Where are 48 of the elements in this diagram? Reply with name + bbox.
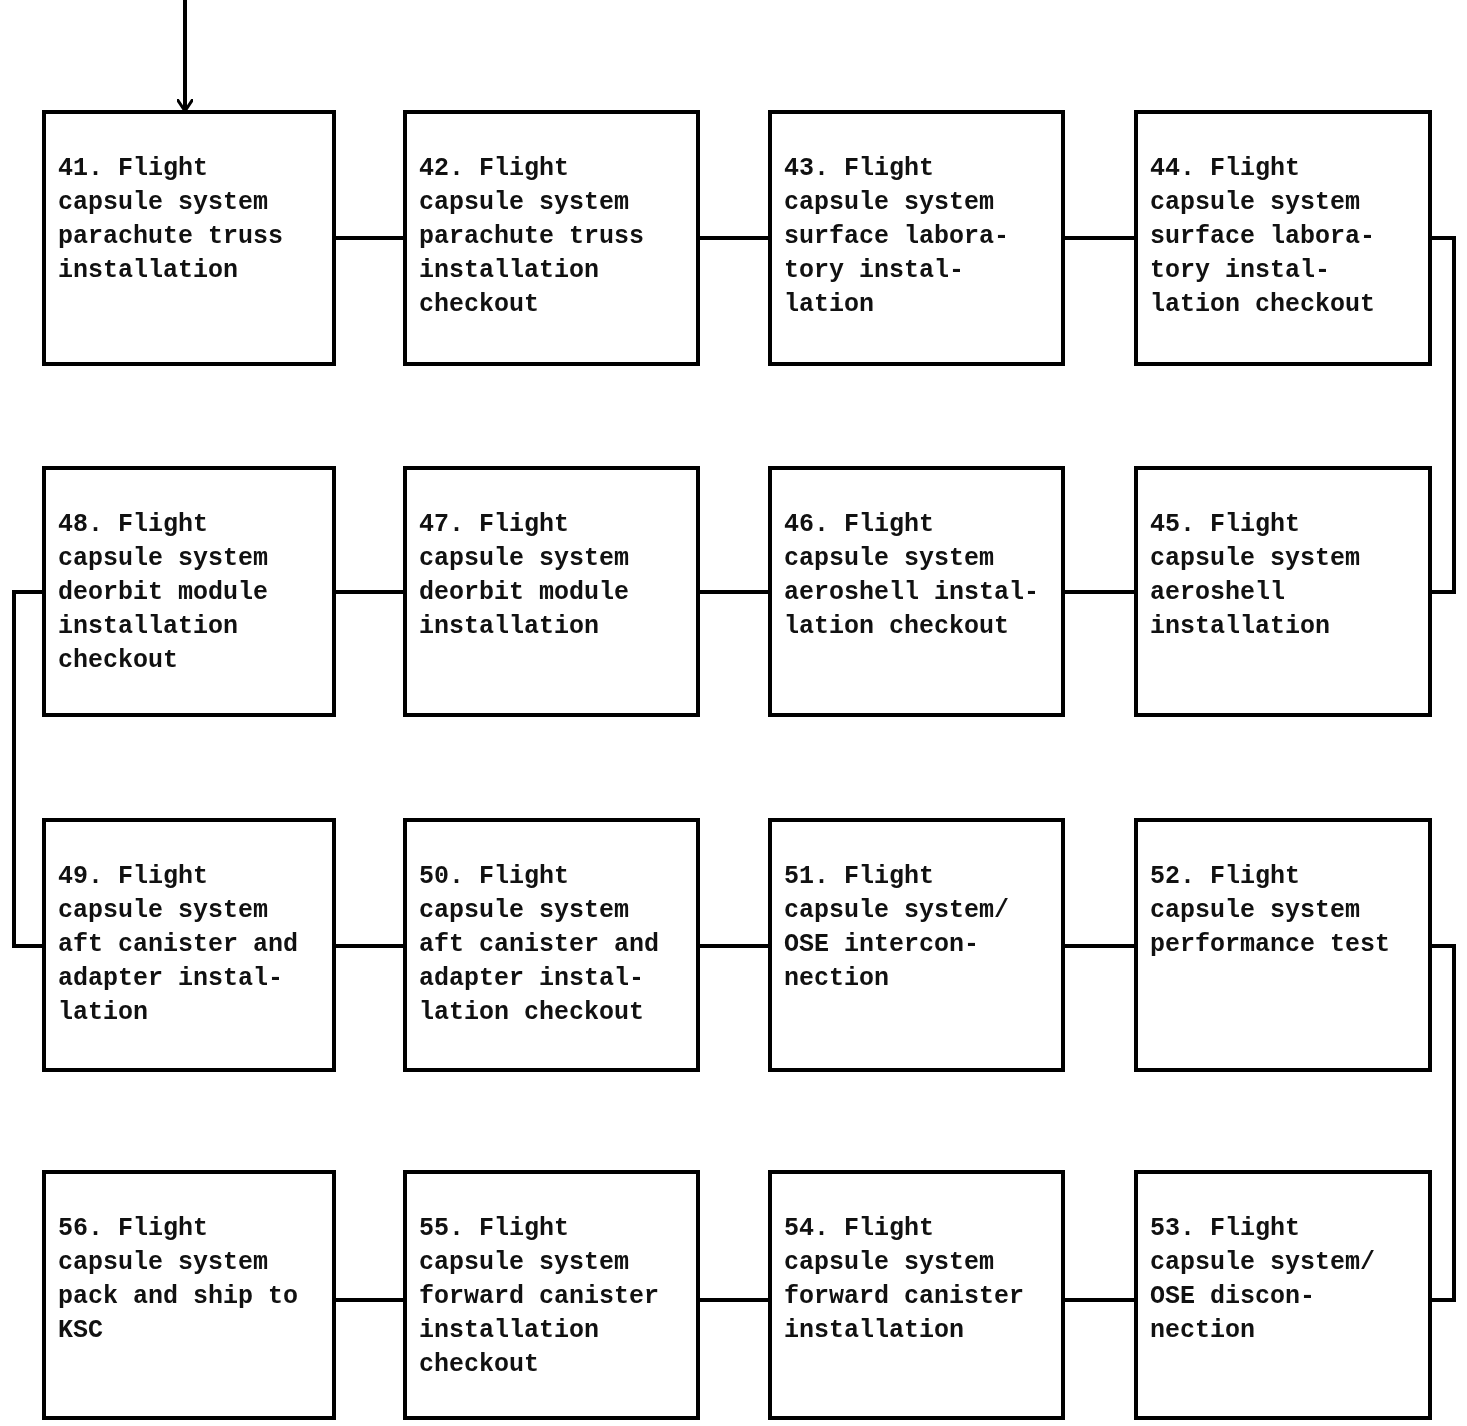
process-box [403, 110, 700, 366]
step-text: 47. Flight capsule system deorbit module installation [419, 509, 631, 643]
connector-line [336, 236, 403, 240]
process-box [42, 1170, 336, 1420]
process-box [768, 818, 1065, 1072]
connector-line [336, 1298, 403, 1302]
connector-line [700, 1298, 768, 1302]
process-box [768, 110, 1065, 366]
connector-line [700, 944, 768, 948]
step-text: 49. Flight capsule system aft canister and adapter instal- lation [58, 861, 300, 1029]
process-box [403, 1170, 700, 1420]
connector-line [700, 590, 768, 594]
process-box [1134, 466, 1432, 717]
process-box [42, 818, 336, 1072]
step-text: 43. Flight capsule system surface labora- tory instal- lation [784, 153, 1011, 321]
process-box [768, 1170, 1065, 1420]
step-text: 46. Flight capsule system aeroshell instal- lation checkout [784, 509, 1041, 643]
connector-line [336, 590, 403, 594]
connector-line [1065, 236, 1134, 240]
connector-line [12, 590, 42, 948]
process-box [403, 466, 700, 717]
step-text: 50. Flight capsule system aft canister and adapter instal- lation checkout [419, 861, 661, 1029]
connector-line [1432, 236, 1456, 594]
process-box [1134, 818, 1432, 1072]
process-box [42, 466, 336, 717]
step-text: 54. Flight capsule system forward canister installation [784, 1213, 1026, 1347]
connector-line [1065, 944, 1134, 948]
arrow [175, 0, 195, 113]
step-text: 48. Flight capsule system deorbit module installation checkout [58, 509, 270, 677]
step-text: 45. Flight capsule system aeroshell installation [1150, 509, 1362, 643]
process-box [1134, 110, 1432, 366]
step-text: 51. Flight capsule system/ OSE intercon- nection [784, 861, 1011, 995]
connector-line [700, 236, 768, 240]
connector-line [1065, 1298, 1134, 1302]
process-box [42, 110, 336, 366]
process-box [403, 818, 700, 1072]
step-text: 42. Flight capsule system parachute truss installation checkout [419, 153, 646, 321]
step-text: 52. Flight capsule system performance test [1150, 861, 1392, 961]
step-text: 53. Flight capsule system/ OSE discon- nection [1150, 1213, 1377, 1347]
step-text: 41. Flight capsule system parachute truss installation [58, 153, 285, 287]
process-box [1134, 1170, 1432, 1420]
connector-line [1432, 944, 1456, 1302]
connector-line [1065, 590, 1134, 594]
step-text: 44. Flight capsule system surface labora- tory instal- lation checkout [1150, 153, 1377, 321]
step-text: 55. Flight capsule system forward canister installation checkout [419, 1213, 661, 1381]
connector-line [336, 944, 403, 948]
process-box [768, 466, 1065, 717]
step-text: 56. Flight capsule system pack and ship to KSC [58, 1213, 300, 1347]
